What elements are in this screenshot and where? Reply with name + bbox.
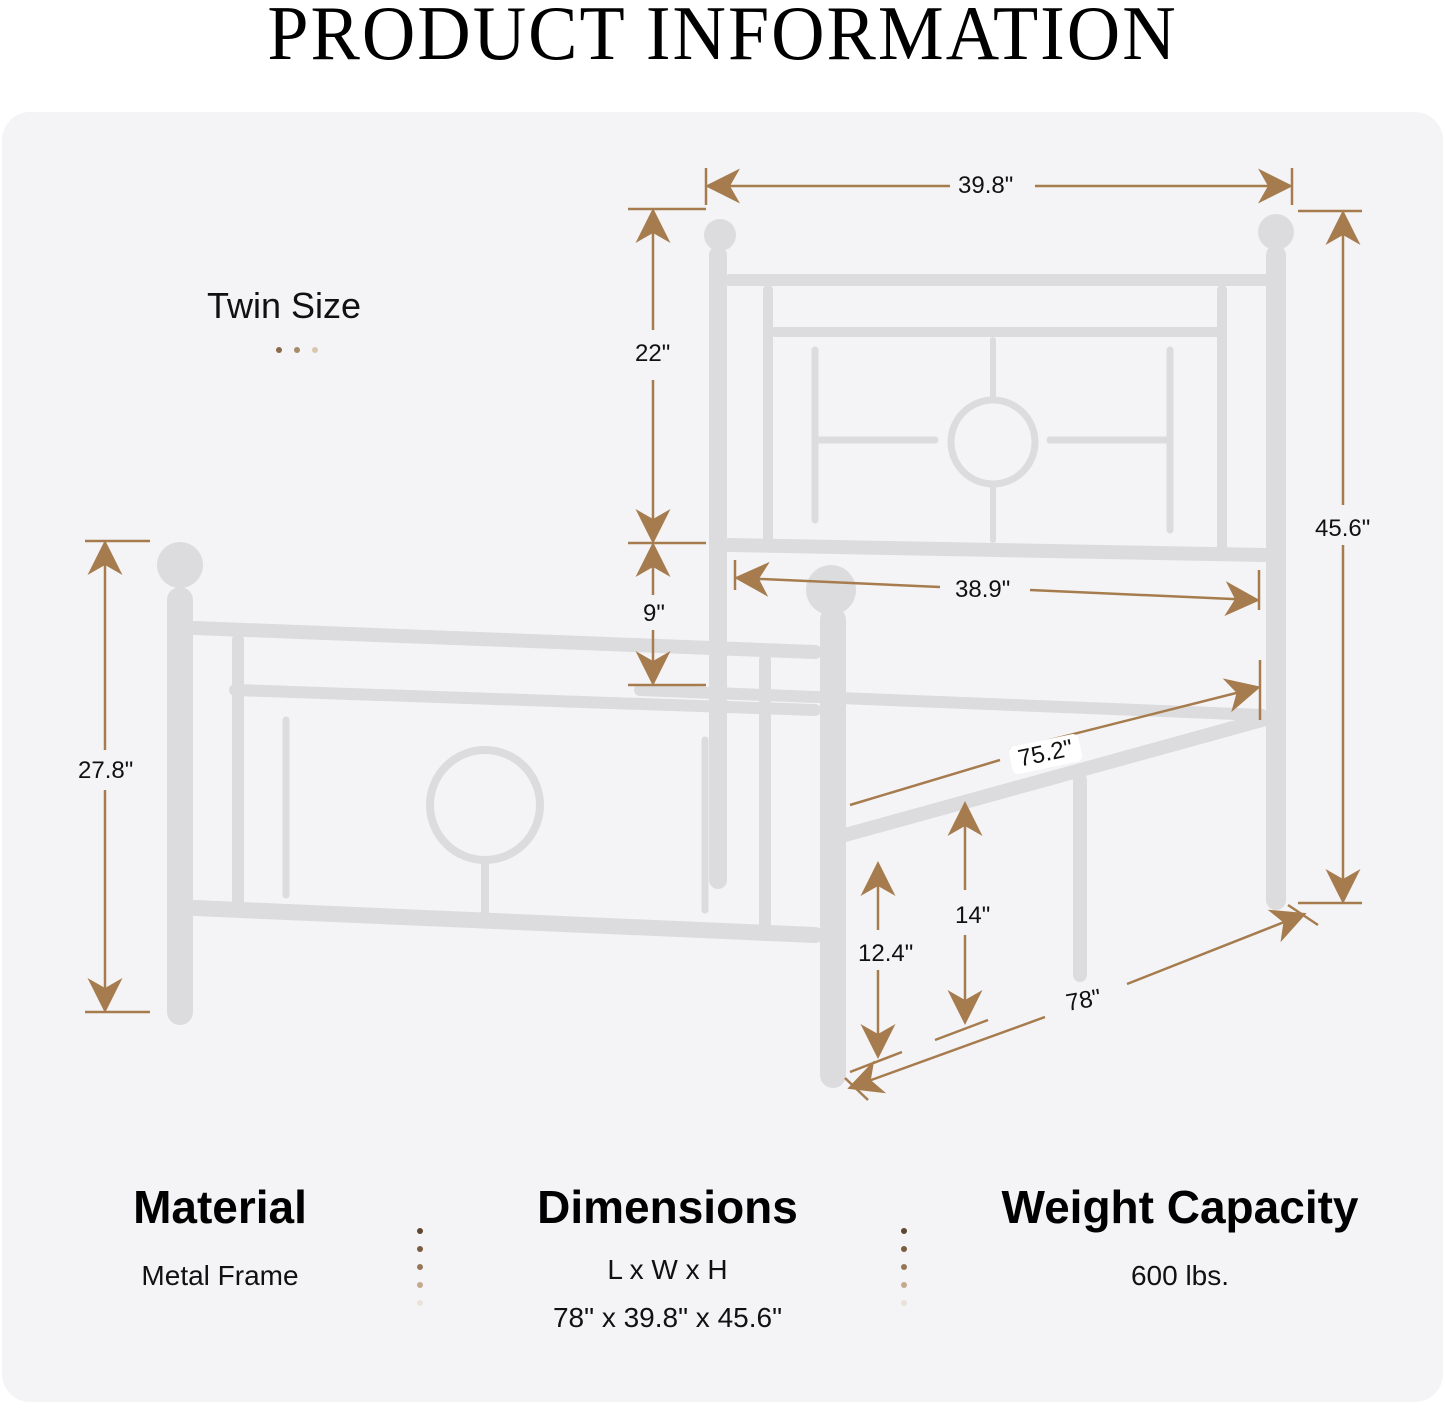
dim-headboard-gap: 9" (640, 600, 668, 628)
dot-icon (901, 1282, 907, 1288)
spec-value: Metal Frame (141, 1260, 299, 1291)
dot-icon (417, 1282, 423, 1288)
dot-icon (312, 347, 318, 353)
dim-total-height: 45.6" (1312, 515, 1374, 543)
dot-icon (294, 347, 300, 353)
divider-dots (417, 1228, 423, 1318)
divider-dots (901, 1228, 907, 1318)
dot-icon (417, 1228, 423, 1234)
dot-icon (901, 1228, 907, 1234)
spec-value: L x W x H (607, 1254, 728, 1285)
dim-clearance-14: 14" (952, 902, 994, 930)
dim-clearance-12-4: 12.4" (855, 940, 917, 968)
dim-inner-width: 38.9" (952, 576, 1014, 604)
spec-material: Material Metal Frame (60, 1180, 380, 1298)
dot-icon (276, 347, 282, 353)
spec-heading: Weight Capacity (1001, 1181, 1359, 1233)
dot-icon (901, 1264, 907, 1270)
dot-icon (901, 1246, 907, 1252)
spec-value: 600 lbs. (1130, 1260, 1230, 1291)
spec-value: 78" x 39.8" x 45.6" (552, 1302, 783, 1333)
size-label: Twin Size (207, 285, 362, 326)
spec-heading: Material (133, 1181, 307, 1233)
dim-footboard-height: 27.8" (75, 757, 137, 785)
spec-dimensions: Dimensions L x W x H 78" x 39.8" x 45.6" (480, 1180, 855, 1340)
page-title: PRODUCT INFORMATION (267, 0, 1178, 78)
dot-icon (417, 1300, 423, 1306)
dot-icon (901, 1300, 907, 1306)
dim-headboard-height: 22" (632, 340, 674, 368)
dot-icon (417, 1264, 423, 1270)
spec-weight-capacity: Weight Capacity 600 lbs. (950, 1180, 1410, 1298)
size-dots-decoration (276, 340, 330, 358)
spec-heading: Dimensions (537, 1181, 798, 1233)
dot-icon (417, 1246, 423, 1252)
dim-headboard-width: 39.8" (955, 172, 1017, 200)
